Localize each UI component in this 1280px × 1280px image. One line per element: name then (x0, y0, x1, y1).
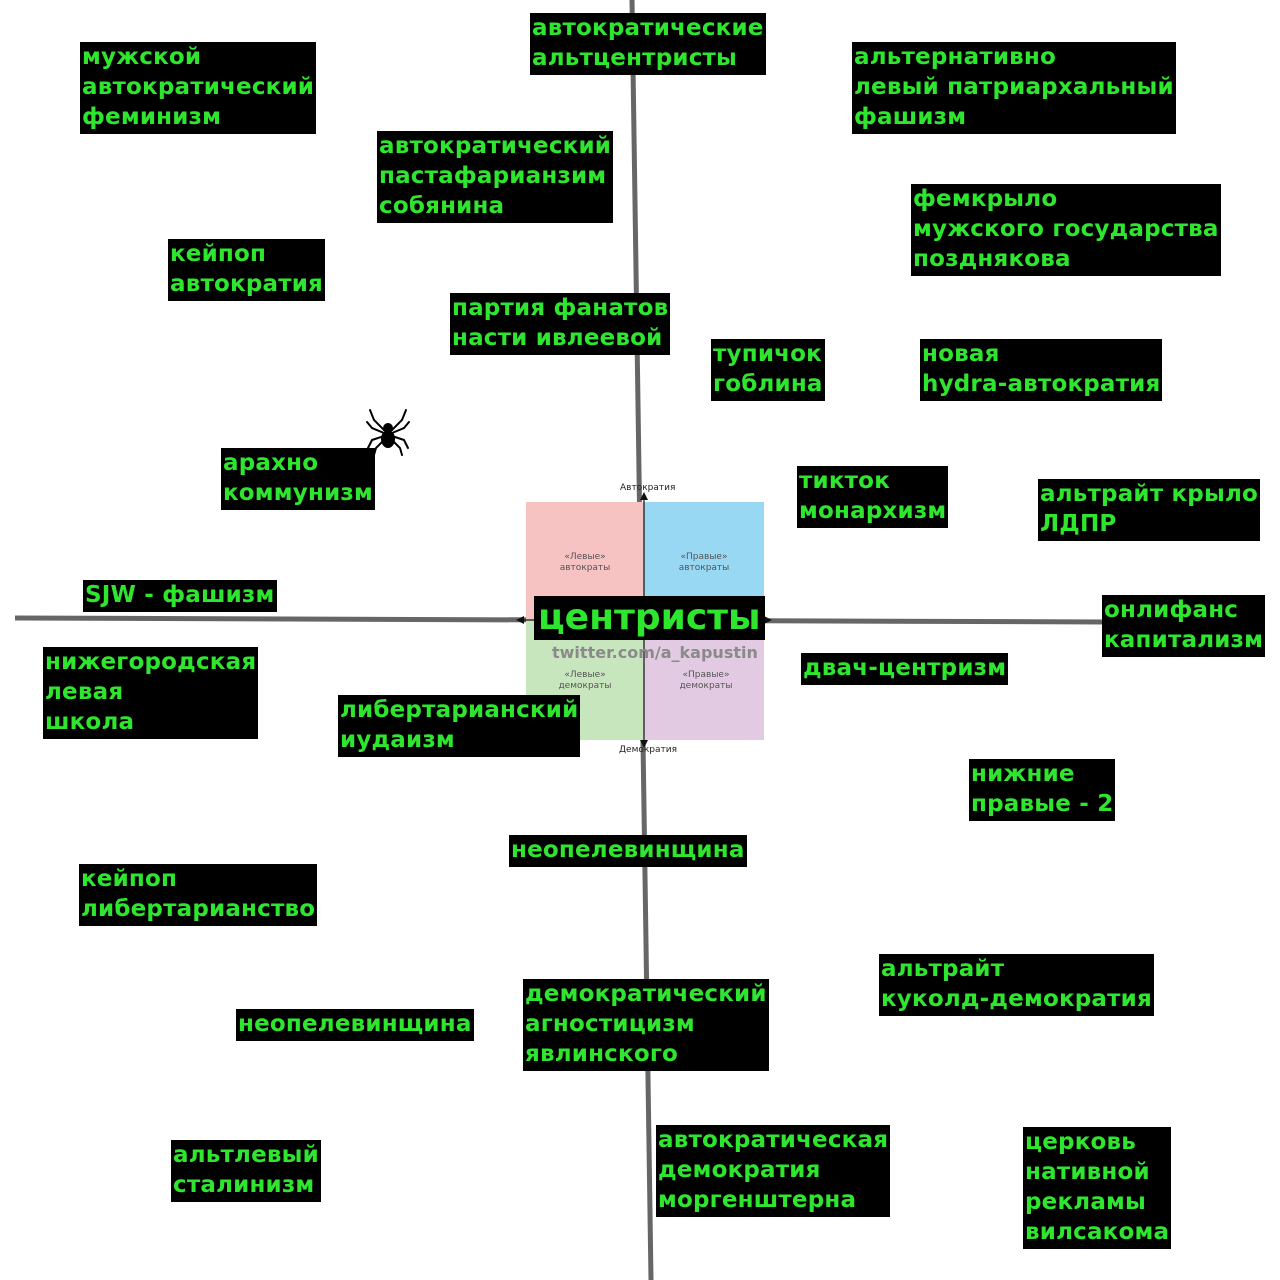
label-native-ads-church: церковь нативной рекламы вилсакома (1023, 1127, 1172, 1249)
label-neopelevin-left: неопелевинщина (236, 1009, 474, 1041)
compass-quadrant-bottom-right (644, 620, 764, 740)
label-autocratic-democracy-morgenshtern: автократическая демократия моргенштерна (656, 1125, 891, 1217)
watermark: twitter.com/a_kapustin (552, 643, 758, 662)
label-altleft-stalinism: альтлевый сталинизм (171, 1140, 321, 1202)
label-ivleeva-fans-party: партия фанатов насти ивлеевой (450, 293, 671, 355)
quadrant-label-left-democrats: «Левые» демократы (558, 670, 612, 691)
label-male-autocratic-feminism: мужской автократический феминизм (80, 42, 317, 134)
label-libertarian-judaism: либертарианский иудаизм (338, 695, 581, 757)
label-nizhny-left-school: нижегородская левая школа (43, 647, 259, 739)
label-dvach-centrism: двач-центризм (801, 653, 1009, 685)
label-onlyfans-capitalism: онлифанс капитализм (1102, 595, 1266, 657)
label-autocratic-altcentrists: автократические альтцентристы (530, 13, 766, 75)
label-democratic-agnosticism: демократический агностицизм явлинского (523, 979, 769, 1071)
label-kpop-autocracy: кейпоп автократия (168, 239, 326, 301)
label-arachno-communism: арахно коммунизм (221, 448, 375, 510)
center-title: центристы (534, 596, 765, 640)
quadrant-label-left-autocrats: «Левые» автократы (559, 552, 611, 573)
quadrant-label-right-autocrats: «Правые» автократы (678, 552, 730, 573)
label-kpop-libertarianism: кейпоп либертарианство (79, 864, 318, 926)
label-altright-cuckold-democracy: альтрайт куколд-демократия (879, 954, 1154, 1016)
label-tiktok-monarchism: тикток монархизм (797, 466, 949, 528)
label-goblin-deadend: тупичок гоблина (711, 339, 825, 401)
label-sjw-fascism: SJW - фашизм (83, 580, 277, 612)
label-lower-right-2: нижние правые - 2 (969, 759, 1116, 821)
label-altright-ldpr: альтрайт крыло ЛДПР (1038, 479, 1260, 541)
label-femwing: фемкрыло мужского государства позднякова (911, 184, 1221, 276)
quadrant-label-right-democrats: «Правые» демократы (679, 670, 733, 691)
label-neopelevin-center: неопелевинщина (509, 835, 747, 867)
label-alt-left-patriarchal-fascism: альтернативно левый патриархальный фашиз… (852, 42, 1176, 134)
axis-label-autocracy: Автократия (620, 483, 676, 493)
label-autocratic-pastafarianism: автократический пастафарианзим собянина (377, 131, 614, 223)
spider-icon (366, 409, 410, 456)
label-hydra-autocracy: новая hydra-автократия (920, 339, 1163, 401)
axis-label-democracy: Демократия (619, 745, 678, 755)
